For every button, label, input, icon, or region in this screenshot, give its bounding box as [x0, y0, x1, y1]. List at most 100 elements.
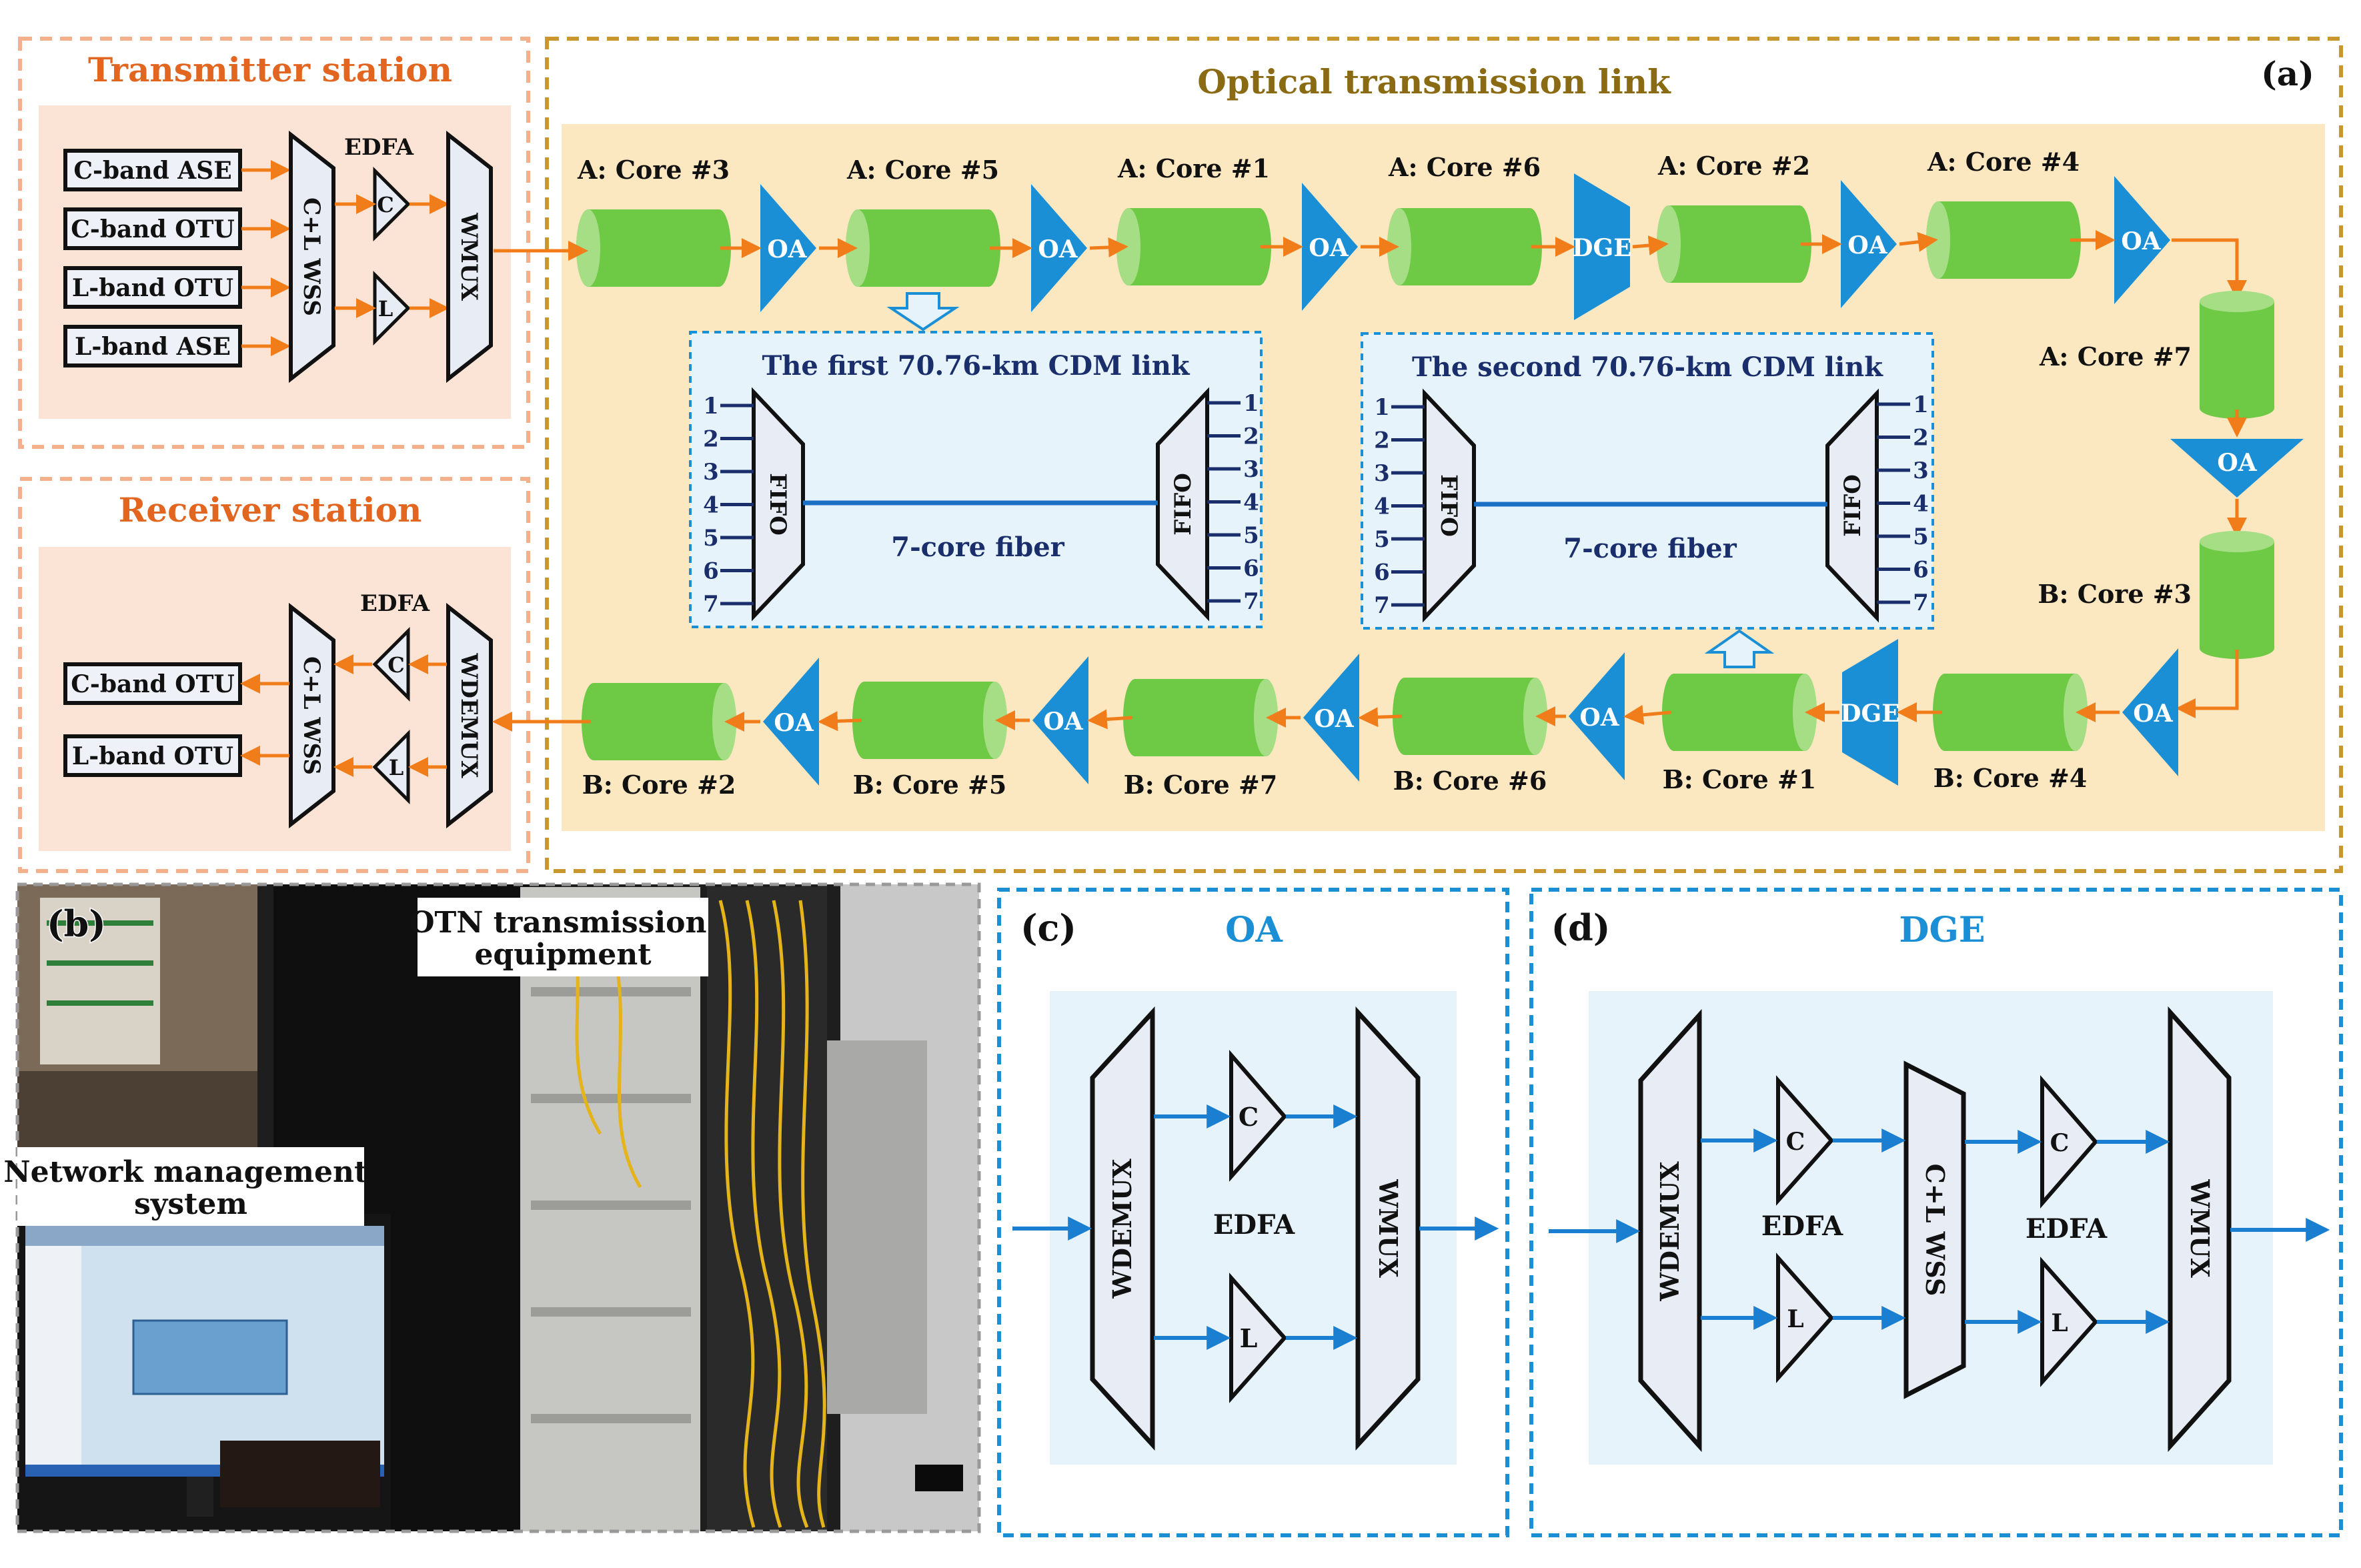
- optical-transmission-link: Optical transmission link (a) The first …: [492, 37, 2343, 873]
- panel-d-title: DGE: [1899, 910, 1985, 950]
- port-number: 6: [703, 558, 719, 585]
- fiber-core: B: Core #6: [1393, 678, 1547, 796]
- fiber-core: A: Core #6: [1387, 152, 1542, 285]
- amplifier-c: [1229, 1049, 1287, 1182]
- link-chain: A: Core #3 A: Core #5 A: Core #1 A: Core #6…: [492, 147, 2304, 800]
- port-number: 6: [1913, 557, 1929, 584]
- port-number: 4: [1374, 494, 1390, 520]
- panel-c-oa: (c) OA WDEMUX C EDFA L WMUX: [997, 888, 1509, 1537]
- amplifier-c-label: C: [377, 192, 394, 217]
- dge-shape: [1574, 173, 1630, 320]
- photo-frame: [15, 882, 981, 1533]
- source-box: [63, 325, 242, 367]
- amplifier-l: [1229, 1273, 1288, 1403]
- fiber-core: B: Core #1: [1662, 674, 1817, 794]
- oa-shape: [1303, 654, 1359, 782]
- core-cap: [576, 209, 600, 287]
- oa-amplifier: OA: [1569, 652, 1625, 780]
- port-number: 2: [1913, 425, 1929, 452]
- panel-b-photo: (b) OTN transmission equipment Network m…: [3, 882, 981, 1533]
- wdemux-label: WDEMUX: [456, 652, 482, 778]
- dge-device: DGE: [1840, 639, 1900, 786]
- wss-device: [289, 602, 335, 829]
- fiber-core: B: Core #5: [852, 682, 1007, 800]
- port-number: 5: [1374, 526, 1390, 553]
- oa-label: OA: [767, 235, 807, 263]
- fiber-core: A: Core #5: [846, 155, 1000, 287]
- core-label: A: Core #5: [846, 155, 999, 185]
- core-label: B: Core #1: [1663, 764, 1817, 794]
- photo-fiber-rack: [707, 887, 827, 1531]
- edfa-label: EDFA: [344, 134, 414, 161]
- wmux-device: [1355, 1006, 1421, 1451]
- core-label: B: Core #4: [1933, 763, 2088, 793]
- fiber-label: 7-core fiber: [1563, 533, 1737, 564]
- link-arrow: [1899, 231, 1938, 252]
- oa-amplifier: OA: [1841, 180, 1897, 308]
- source-label: L-band OTU: [72, 274, 233, 302]
- port-number: 2: [1243, 424, 1259, 450]
- panel-b-label: (b): [47, 902, 106, 945]
- wdemux-label: WDEMUX: [1107, 1158, 1137, 1299]
- port-number: 4: [1913, 491, 1929, 518]
- wdemux-device: [1638, 1008, 1702, 1453]
- link-arrow: [1632, 235, 1669, 255]
- oa-shape: [1569, 652, 1625, 780]
- wss-label: C+L WSS: [1920, 1164, 1950, 1297]
- core-body: [1657, 205, 1811, 283]
- port-number: 7: [1374, 592, 1390, 619]
- oa-label: OA: [1309, 234, 1349, 262]
- core-label: A: Core #2: [1657, 151, 1810, 181]
- photo-yellow-fibers: [572, 900, 826, 1528]
- panel-d-frame: [1529, 888, 2343, 1537]
- wdemux-label: WDEMUX: [1655, 1161, 1685, 1302]
- fiber-core: A: Core #4: [1926, 147, 2081, 279]
- link-title: Optical transmission link: [1197, 62, 1671, 101]
- core-label: B: Core #2: [582, 770, 736, 800]
- fiber-core: A: Core #1: [1116, 153, 1271, 285]
- core-label: A: Core #7: [2039, 341, 2192, 371]
- panel-d-dge: (d) DGE WDEMUX C EDFA L C+L WSS C EDFA L…: [1529, 888, 2343, 1537]
- otn-caption: OTN transmission equipment: [409, 906, 717, 972]
- fiber-core: A: Core #3: [576, 155, 731, 287]
- wmux-label: WMUX: [1373, 1179, 1403, 1278]
- fifo-right-label: FIFO: [1170, 473, 1197, 536]
- core-body: [1116, 208, 1271, 285]
- core-cap: [1387, 208, 1411, 285]
- core-body: [1926, 201, 2081, 279]
- core-body: [1393, 678, 1547, 755]
- wss-label: C+L WSS: [298, 197, 325, 316]
- sink-label: C-band OTU: [71, 670, 235, 698]
- wss-device: [289, 130, 335, 383]
- port-number: 6: [1243, 556, 1259, 582]
- source-label: L-band ASE: [75, 333, 231, 361]
- core-body: [2200, 542, 2274, 659]
- amplifier-l-label: L: [1240, 1323, 1258, 1353]
- oa-shape: [1031, 184, 1087, 312]
- port-number: 1: [703, 393, 719, 420]
- source-box: [63, 149, 242, 191]
- amplifier-c-2: [2040, 1074, 2098, 1209]
- fifo-left-label: FIFO: [764, 473, 791, 536]
- core-label: B: Core #5: [853, 770, 1007, 800]
- link-arrow: [1358, 707, 1403, 728]
- photo-login-dialog: [132, 1319, 288, 1395]
- fiber-label: 7-core fiber: [891, 532, 1064, 563]
- amplifier-l-label: L: [378, 296, 394, 321]
- panel-c-arrows: [1012, 1104, 1499, 1350]
- oa-amplifier: OA: [763, 658, 819, 786]
- panel-c-title: OA: [1225, 910, 1283, 950]
- dge-device: DGE: [1572, 173, 1632, 320]
- oa-label: OA: [1043, 708, 1083, 736]
- amplifier-c-label: C: [1786, 1128, 1805, 1156]
- link-arrow: [818, 711, 862, 732]
- oa-amplifier: OA: [1031, 184, 1087, 312]
- port-number: 4: [1243, 490, 1259, 516]
- oa-shape: [1302, 183, 1358, 311]
- link-arrow: [2172, 238, 2247, 300]
- core-cap: [1926, 201, 1950, 279]
- wdemux-device: [446, 602, 493, 829]
- core-label: A: Core #3: [577, 155, 730, 185]
- edfa-label-1: EDFA: [1761, 1211, 1843, 1242]
